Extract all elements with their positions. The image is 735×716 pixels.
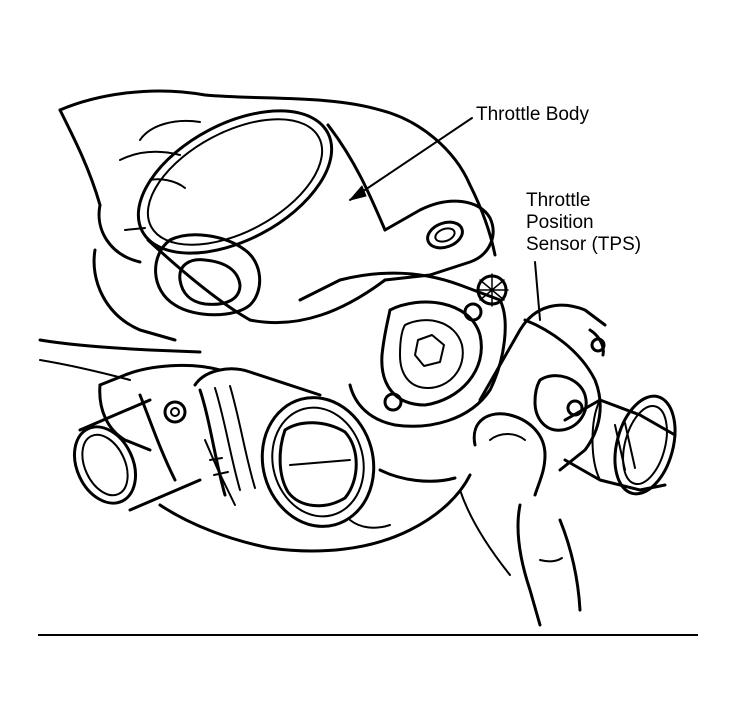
- throttle-bore: [136, 109, 387, 325]
- tps-leader: [534, 261, 541, 321]
- iac-port: [298, 271, 507, 428]
- front-connector: [193, 367, 376, 528]
- thumb: [38, 233, 262, 381]
- mounting-ear: [383, 199, 495, 282]
- tps-label-line-2: Position: [526, 212, 594, 233]
- throttle-body-label: Throttle Body: [476, 104, 589, 125]
- tps-label-line-1: Throttle: [526, 190, 591, 211]
- upper-hand: [58, 89, 497, 264]
- gear-detail: [475, 273, 509, 307]
- tps-label-line-3: Sensor (TPS): [526, 234, 642, 255]
- tps-fingers: [459, 412, 582, 627]
- bottom-divider: [38, 634, 698, 636]
- tps-label: Throttle Position Sensor (TPS): [526, 190, 641, 256]
- throttle-body-leader: [349, 117, 473, 201]
- throttle-body-arrowhead: [349, 185, 367, 201]
- left-connector: [73, 363, 222, 512]
- tps-connector: [563, 394, 677, 496]
- lower-hand: [158, 468, 472, 553]
